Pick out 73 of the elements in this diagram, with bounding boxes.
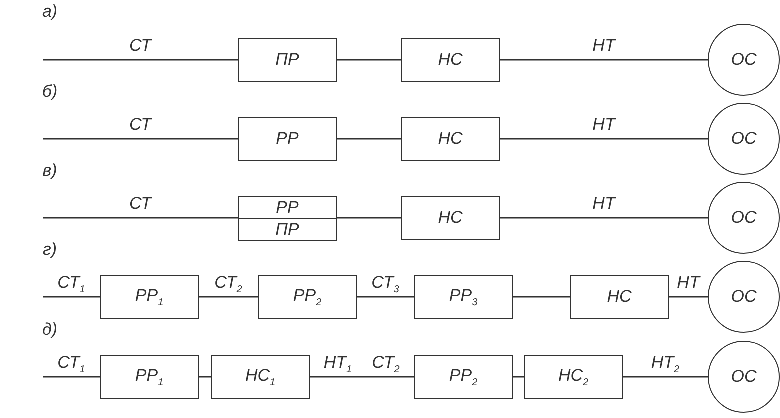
connector-line <box>43 138 238 140</box>
process-box <box>414 355 513 399</box>
process-box <box>100 355 199 399</box>
node-label: РР$_{1}$ <box>135 286 164 308</box>
edge-label: СТ <box>129 36 152 56</box>
node-label: ОС <box>731 50 757 70</box>
connector-line <box>500 217 708 219</box>
connector-line <box>513 296 570 298</box>
process-box <box>238 38 337 82</box>
process-box <box>238 196 337 219</box>
edge-label: СТ$_{1}$ <box>58 273 86 296</box>
edge-label: НТ$_{2}$ <box>651 353 680 376</box>
node-label: РР$_{2}$ <box>449 366 478 388</box>
row-letter: г) <box>42 240 58 260</box>
line-label: СТ$_{2}$ <box>372 353 400 376</box>
row-letter: б) <box>42 82 58 102</box>
node-label: ОС <box>731 129 757 149</box>
connector-line <box>337 138 401 140</box>
node-label: НС <box>438 129 463 149</box>
edge-label: СТ$_{1}$ <box>58 353 86 376</box>
node-label: ОС <box>731 287 757 307</box>
node-label: РР$_{1}$ <box>135 366 164 388</box>
process-box <box>401 38 500 82</box>
node-label: РР <box>276 198 299 218</box>
connector-line <box>500 59 708 61</box>
edge-label: СТ$_{3}$ <box>372 273 400 296</box>
row-letter: д) <box>42 320 58 340</box>
process-box <box>211 355 310 399</box>
connector-line <box>513 376 524 378</box>
process-box <box>401 196 500 240</box>
connector-line <box>500 138 708 140</box>
connector-line <box>357 296 414 298</box>
edge-label: НТ <box>592 115 616 135</box>
edge-label: НТ <box>677 273 700 293</box>
edge-label: СТ <box>129 194 152 214</box>
node-label: НС <box>438 208 463 228</box>
connector-line <box>623 376 708 378</box>
connector-line <box>310 376 414 378</box>
node-label: РР$_{2}$ <box>293 286 322 308</box>
process-box <box>238 218 337 241</box>
connector-line <box>337 217 401 219</box>
connector-line <box>43 59 238 61</box>
process-box <box>258 275 357 319</box>
node-label: ПР <box>276 50 300 70</box>
node-label: РР <box>276 129 299 149</box>
node-label: ОС <box>731 367 757 387</box>
edge-label: СТ <box>129 115 152 135</box>
node-label: РР$_{3}$ <box>449 286 478 308</box>
row-letter: в) <box>42 161 58 181</box>
process-box <box>100 275 199 319</box>
process-box <box>524 355 623 399</box>
edge-label: НТ$_{1}$ <box>324 353 352 376</box>
connector-line <box>43 296 100 298</box>
process-box <box>414 275 513 319</box>
node-label: НС$_{2}$ <box>558 366 589 388</box>
node-label: НС$_{1}$ <box>245 366 276 388</box>
connector-line <box>43 217 238 219</box>
edge-label: СТ$_{2}$ <box>214 273 242 296</box>
connector-line <box>669 296 708 298</box>
node-label: НС <box>438 50 463 70</box>
edge-label: НТ <box>592 194 616 214</box>
edge-label: НТ <box>592 36 616 56</box>
process-box <box>570 275 669 319</box>
node-label: НС <box>607 287 632 307</box>
row-letter: а) <box>42 2 58 22</box>
connector-line <box>199 376 211 378</box>
connector-line <box>199 296 258 298</box>
node-label: ОС <box>731 208 757 228</box>
connector-line <box>43 376 100 378</box>
connector-line <box>337 59 401 61</box>
process-box <box>238 117 337 161</box>
node-label: ПР <box>276 220 300 240</box>
process-box <box>401 117 500 161</box>
